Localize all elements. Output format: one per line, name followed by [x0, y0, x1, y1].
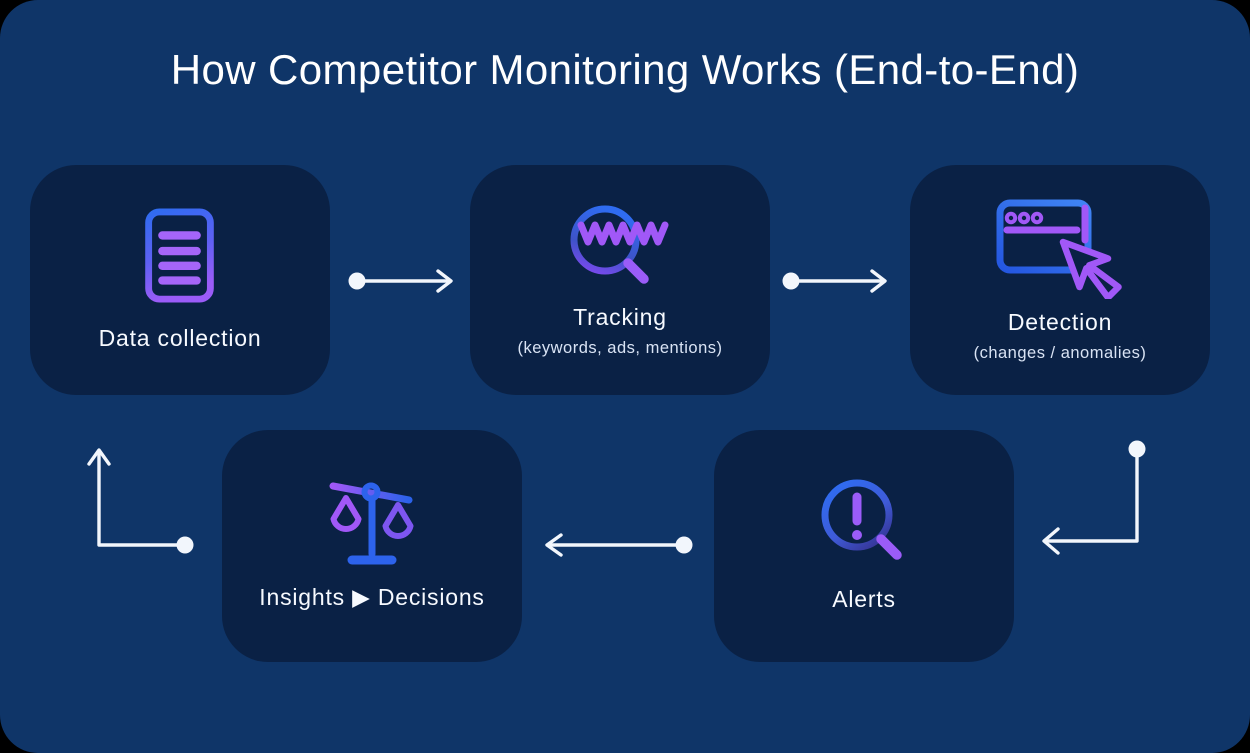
node-alerts: Alerts — [714, 430, 1014, 662]
arrow-alerts-to-insights — [545, 533, 693, 557]
connector-insights-to-data — [87, 448, 194, 554]
connector-detection-to-alerts — [1042, 440, 1146, 555]
node-sublabel: (changes / anomalies) — [973, 343, 1147, 362]
magnifier-alert-icon — [820, 478, 908, 570]
node-insights-decisions: Insights ▶ Decisions — [222, 430, 522, 662]
node-label: Tracking — [573, 304, 667, 331]
document-icon — [141, 207, 219, 305]
node-label: Detection — [1007, 309, 1113, 336]
arrow-data-to-tracking — [348, 269, 453, 293]
node-label: Data collection — [98, 325, 262, 352]
arrow-tracking-to-detection — [782, 269, 887, 293]
node-tracking: Tracking (keywords, ads, mentions) — [470, 165, 770, 395]
node-data-collection: Data collection — [30, 165, 330, 395]
node-detection: Detection (changes / anomalies) — [910, 165, 1210, 395]
magnifier-www-icon — [569, 202, 671, 294]
browser-cursor-icon — [995, 197, 1125, 300]
node-sublabel: (keywords, ads, mentions) — [517, 338, 723, 357]
balance-scale-icon — [329, 480, 415, 568]
node-label: Insights ▶ Decisions — [259, 584, 485, 611]
node-label: Alerts — [832, 586, 896, 613]
page-title: How Competitor Monitoring Works (End-to-… — [170, 46, 1080, 93]
